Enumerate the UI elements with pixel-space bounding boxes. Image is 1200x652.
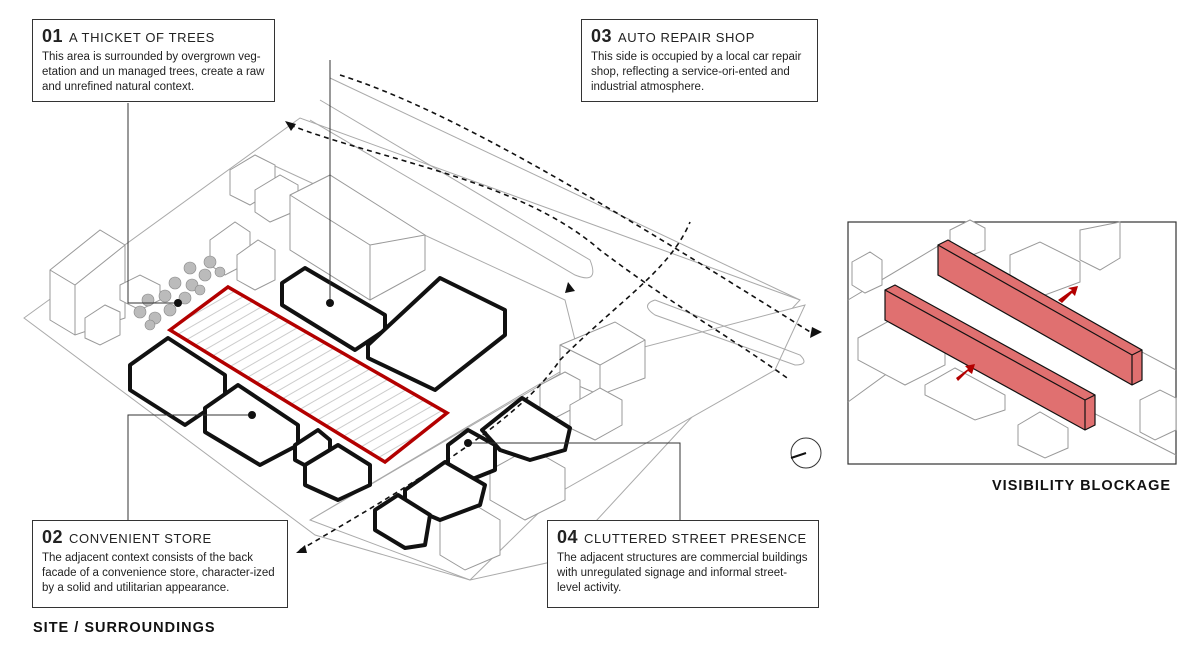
view-arrowheads [285, 121, 822, 553]
callout-body: The adjacent structures are commercial b… [557, 552, 808, 594]
callout-01: 01 A THICKET OF TREES This area is surrou… [32, 19, 275, 102]
callout-number: 04 [557, 527, 579, 547]
highlighted-buildings [128, 266, 572, 550]
callout-number: 02 [42, 527, 64, 547]
red-arrow-icon [956, 286, 1078, 381]
callout-04: 04 CLUTTERED STREET PRESENCE The adjacent… [547, 520, 819, 608]
blockage-walls [884, 239, 1143, 431]
callout-title: AUTO REPAIR SHOP [618, 30, 756, 45]
callout-body: This side is occupied by a local car rep… [591, 51, 802, 93]
view-lines [289, 74, 816, 551]
leader-lines [127, 60, 681, 520]
site-caption: SITE / SURROUNDINGS [33, 620, 216, 636]
callout-body: This area is surrounded by overgrown veg… [42, 51, 265, 93]
project-site-outline [166, 284, 451, 465]
callout-02: 02 CONVENIENT STORE The adjacent context … [32, 520, 288, 608]
north-arrow-icon [790, 437, 822, 469]
visibility-inset [847, 219, 1177, 465]
visibility-caption: VISIBILITY BLOCKAGE [992, 478, 1172, 494]
callout-number: 01 [42, 26, 64, 46]
callout-title: A THICKET OF TREES [69, 30, 215, 45]
callout-title: CLUTTERED STREET PRESENCE [584, 531, 807, 546]
tree-cluster [133, 255, 226, 331]
callout-body: The adjacent context consists of the bac… [42, 552, 275, 594]
callout-number: 03 [591, 26, 613, 46]
context-buildings [49, 154, 646, 571]
callout-title: CONVENIENT STORE [69, 531, 212, 546]
callout-03: 03 AUTO REPAIR SHOP This side is occupied… [581, 19, 818, 102]
leader-dots [174, 299, 472, 447]
